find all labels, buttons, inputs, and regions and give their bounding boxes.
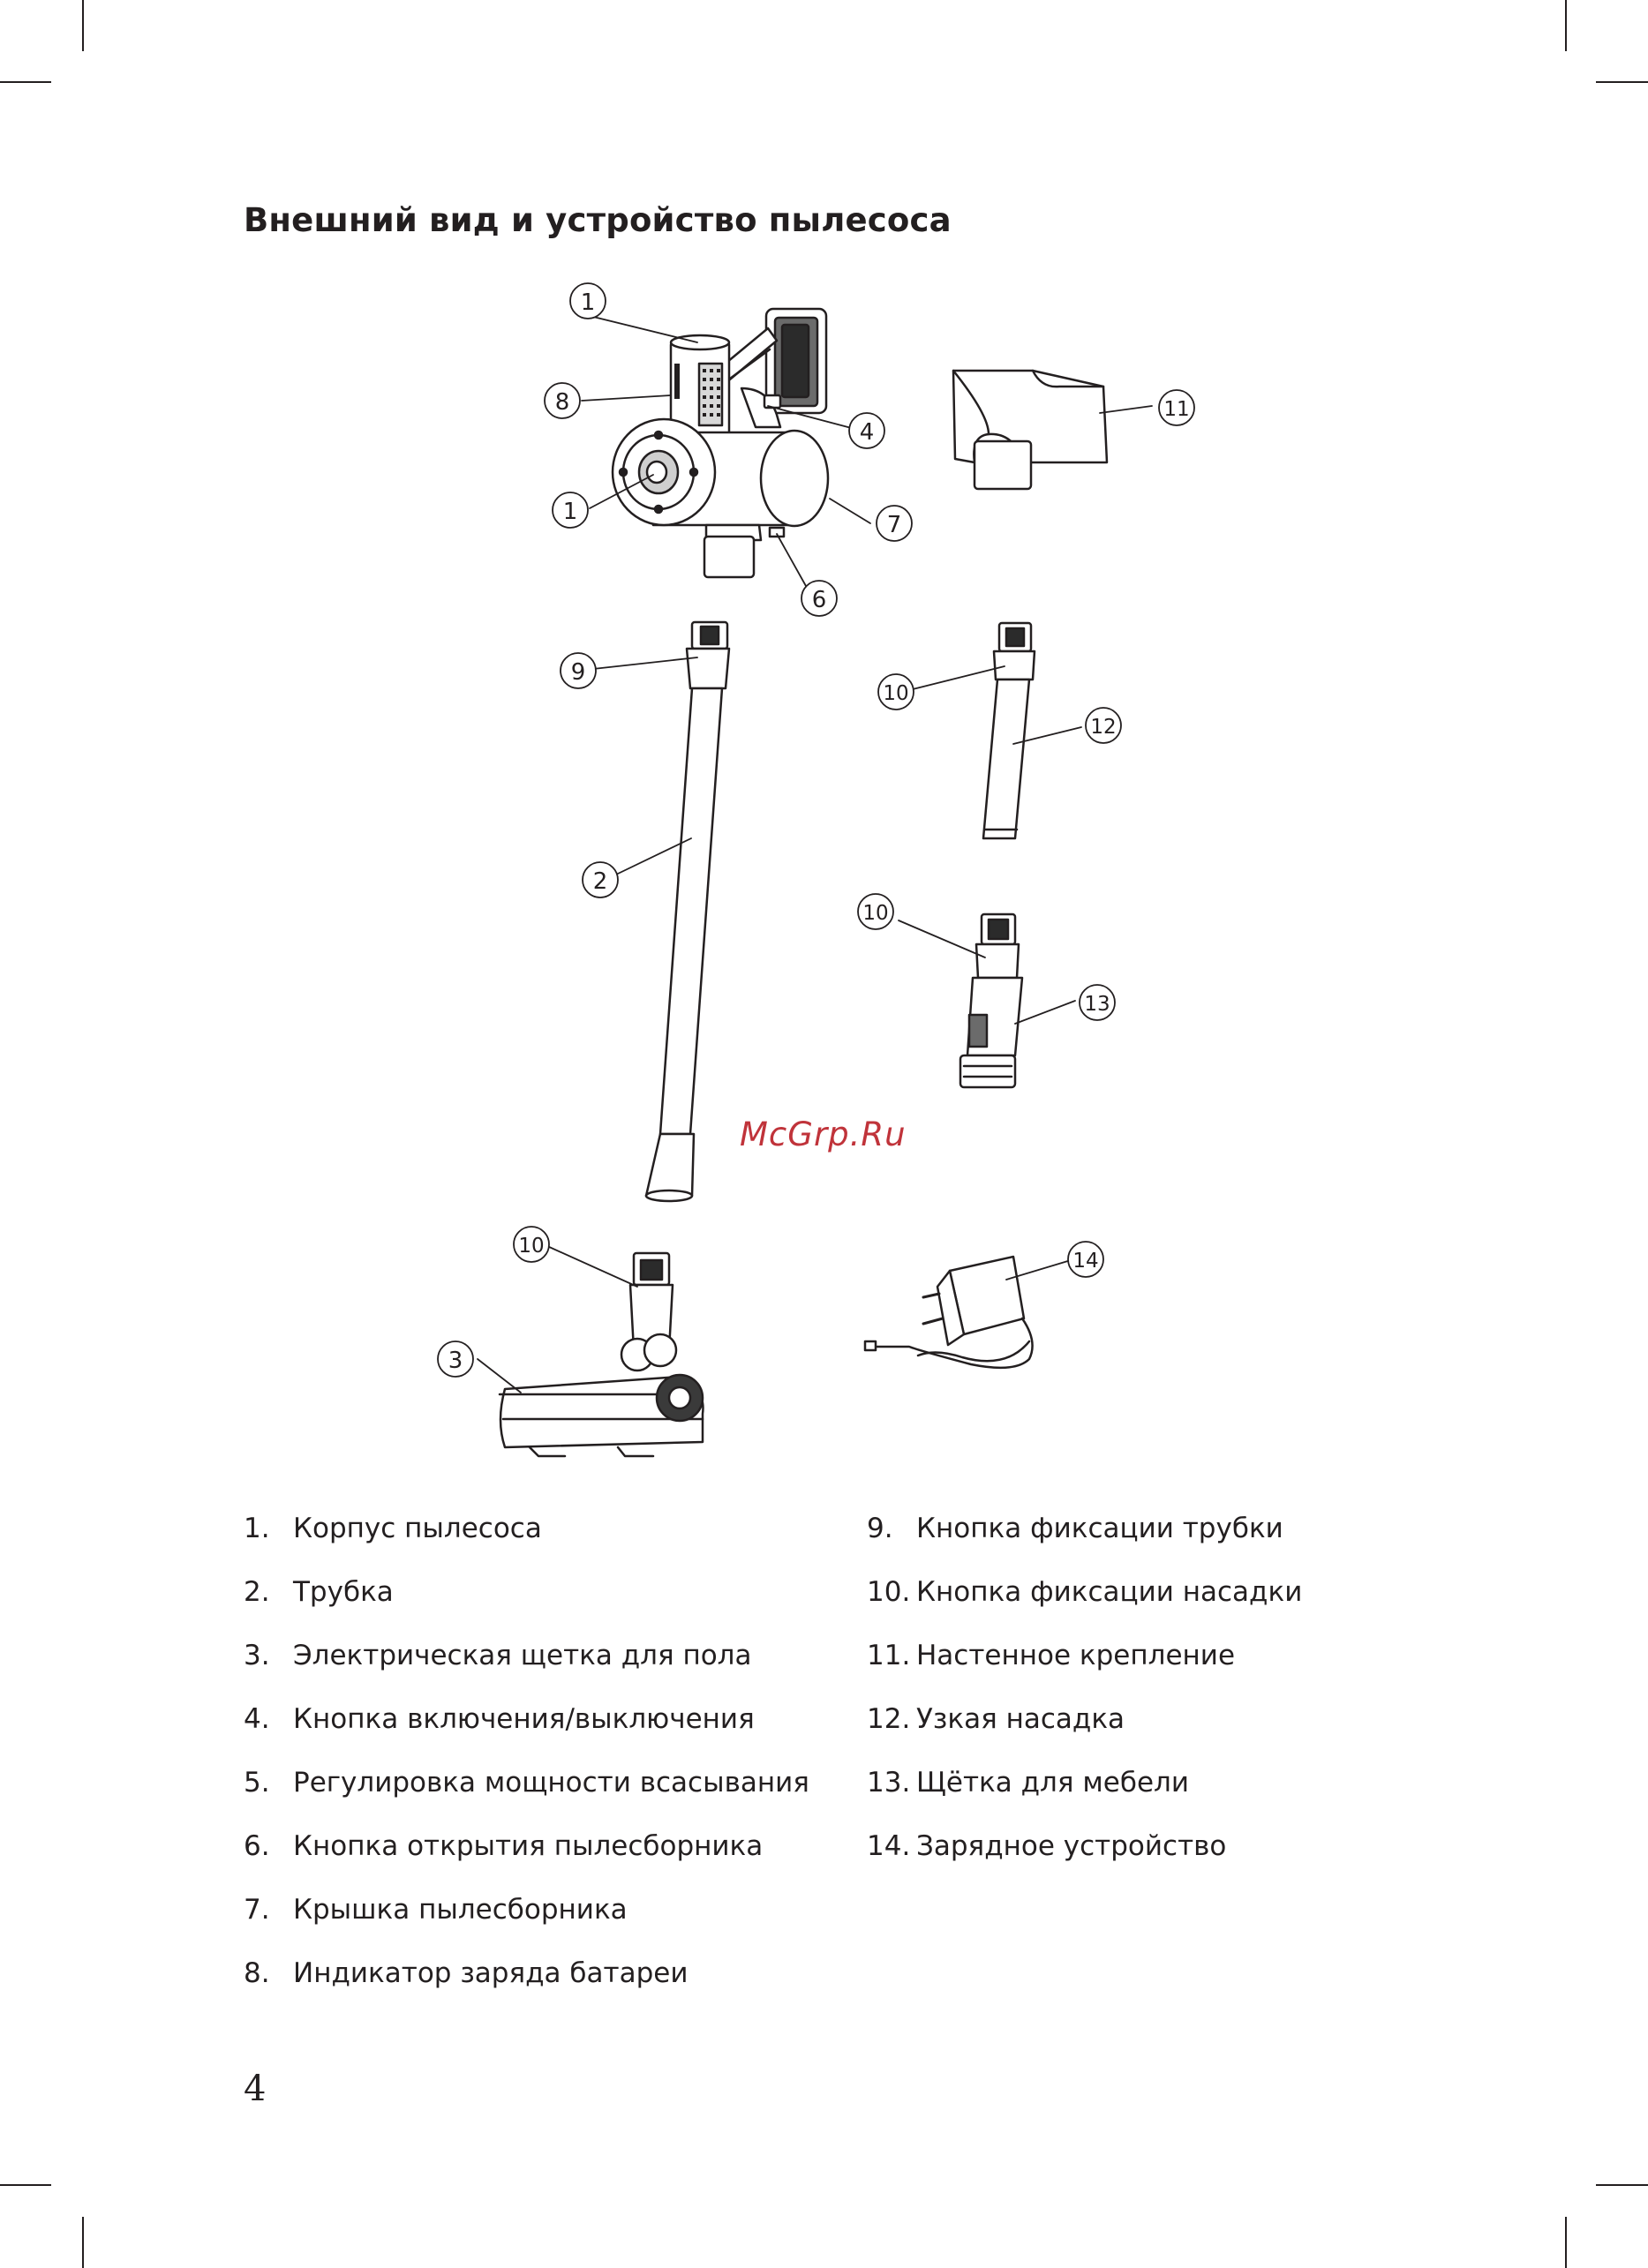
list-item: 2. Трубка xyxy=(244,1560,809,1624)
list-item: 9. Кнопка фиксации трубки xyxy=(867,1497,1302,1560)
item-number: 3. xyxy=(244,1640,270,1671)
page-number: 4 xyxy=(244,2069,267,2109)
crop-mark xyxy=(82,2217,84,2268)
callout-6: 6 xyxy=(801,580,838,617)
callout-7: 7 xyxy=(876,505,913,542)
svg-text:11: 11 xyxy=(1163,398,1189,421)
crop-mark xyxy=(0,2184,51,2186)
callout-10: 10 xyxy=(877,673,914,710)
item-number: 14. xyxy=(867,1830,911,1862)
item-number: 7. xyxy=(244,1894,270,1926)
watermark: McGrp.Ru xyxy=(740,1115,907,1153)
item-number: 10. xyxy=(867,1576,911,1608)
item-number: 1. xyxy=(244,1513,270,1544)
item-label: Корпус пылесоса xyxy=(293,1513,542,1544)
vacuum-main-body xyxy=(611,307,830,579)
item-label: Электрическая щетка для пола xyxy=(293,1640,752,1671)
crevice-tool xyxy=(982,621,1036,840)
parts-list-left: 1. Корпус пылесоса 2. Трубка 3. Электрическ… xyxy=(244,1497,809,2005)
wall-mount xyxy=(952,369,1109,491)
list-item: 6. Кнопка открытия пылесборника xyxy=(244,1814,809,1878)
callout-leaders xyxy=(477,314,1153,1393)
item-number: 9. xyxy=(867,1513,893,1544)
page-title: Внешний вид и устройство пылесоса xyxy=(244,201,952,239)
item-label: Узкая насадка xyxy=(916,1703,1125,1735)
svg-text:14: 14 xyxy=(1072,1250,1098,1273)
list-item: 12.Узкая насадка xyxy=(867,1687,1302,1751)
item-number: 6. xyxy=(244,1830,270,1862)
svg-text:8: 8 xyxy=(555,389,570,416)
list-item: 7. Крышка пылесборника xyxy=(244,1878,809,1941)
svg-text:1: 1 xyxy=(581,289,596,316)
item-number: 5. xyxy=(244,1767,270,1799)
callout-9: 9 xyxy=(560,652,597,689)
item-label: Кнопка фиксации насадки xyxy=(916,1576,1303,1608)
item-label: Регулировка мощности всасывания xyxy=(293,1767,809,1799)
svg-text:7: 7 xyxy=(887,512,902,538)
svg-text:9: 9 xyxy=(571,659,586,686)
item-number: 11. xyxy=(867,1640,911,1671)
list-item: 13.Щётка для мебели xyxy=(867,1751,1302,1814)
list-item: 14.Зарядное устройство xyxy=(867,1814,1302,1878)
callout-13: 13 xyxy=(1079,984,1116,1021)
item-label: Индикатор заряда батареи xyxy=(293,1957,689,1989)
item-label: Кнопка открытия пылесборника xyxy=(293,1830,764,1862)
svg-text:4: 4 xyxy=(860,419,875,446)
callout-2: 2 xyxy=(582,861,619,898)
list-item: 4. Кнопка включения/выключения xyxy=(244,1687,809,1751)
item-label: Щётка для мебели xyxy=(916,1767,1189,1799)
item-number: 8. xyxy=(244,1957,270,1989)
item-label: Крышка пылесборника xyxy=(293,1894,628,1926)
list-item: 8. Индикатор заряда батареи xyxy=(244,1941,809,2005)
svg-text:6: 6 xyxy=(812,587,827,613)
item-label: Трубка xyxy=(293,1576,394,1608)
item-label: Кнопка включения/выключения xyxy=(293,1703,755,1735)
svg-text:10: 10 xyxy=(883,682,908,705)
tube xyxy=(644,620,731,1203)
svg-text:1: 1 xyxy=(563,499,578,525)
crop-mark xyxy=(82,0,84,51)
crop-mark xyxy=(1596,81,1648,83)
callout-3: 3 xyxy=(437,1341,474,1378)
floor-brush xyxy=(498,1251,704,1458)
crop-mark xyxy=(1565,0,1567,51)
crop-mark xyxy=(1596,2184,1648,2186)
item-number: 13. xyxy=(867,1767,911,1799)
furniture-brush xyxy=(959,912,1024,1089)
charger xyxy=(863,1255,1034,1370)
callout-5: 1 xyxy=(569,282,606,319)
crop-mark xyxy=(1565,2217,1567,2268)
list-item: 1. Корпус пылесоса xyxy=(244,1497,809,1560)
svg-text:2: 2 xyxy=(593,868,608,895)
svg-text:13: 13 xyxy=(1084,993,1110,1016)
list-item: 10.Кнопка фиксации насадки xyxy=(867,1560,1302,1624)
svg-text:10: 10 xyxy=(518,1235,544,1258)
callout-12: 12 xyxy=(1085,707,1122,744)
list-item: 5. Регулировка мощности всасывания xyxy=(244,1751,809,1814)
callout-4: 4 xyxy=(848,412,885,449)
callout-10: 10 xyxy=(857,893,894,930)
item-number: 12. xyxy=(867,1703,911,1735)
item-label: Зарядное устройство xyxy=(916,1830,1227,1862)
svg-text:3: 3 xyxy=(448,1348,463,1374)
item-label: Кнопка фиксации трубки xyxy=(916,1513,1283,1544)
item-number: 4. xyxy=(244,1703,270,1735)
vacuum-parts-diagram: 1 8 4 1 7 6 11 9 2 10 12 10 13 10 3 14 xyxy=(437,282,1195,1458)
callout-1: 1 xyxy=(552,492,589,529)
list-item: 11.Настенное крепление xyxy=(867,1624,1302,1687)
svg-text:12: 12 xyxy=(1090,716,1116,739)
item-number: 2. xyxy=(244,1576,270,1608)
callout-10: 10 xyxy=(513,1226,550,1263)
callout-8: 8 xyxy=(544,382,581,419)
callout-markers: 1 8 4 1 7 6 11 9 2 10 12 10 13 10 3 14 xyxy=(437,282,1195,1378)
svg-text:10: 10 xyxy=(862,902,888,925)
crop-mark xyxy=(0,81,51,83)
callout-11: 11 xyxy=(1158,389,1195,426)
item-label: Настенное крепление xyxy=(916,1640,1236,1671)
list-item: 3. Электрическая щетка для пола xyxy=(244,1624,809,1687)
callout-14: 14 xyxy=(1067,1241,1104,1278)
parts-list-right: 9. Кнопка фиксации трубки 10.Кнопка фикса… xyxy=(867,1497,1302,1878)
